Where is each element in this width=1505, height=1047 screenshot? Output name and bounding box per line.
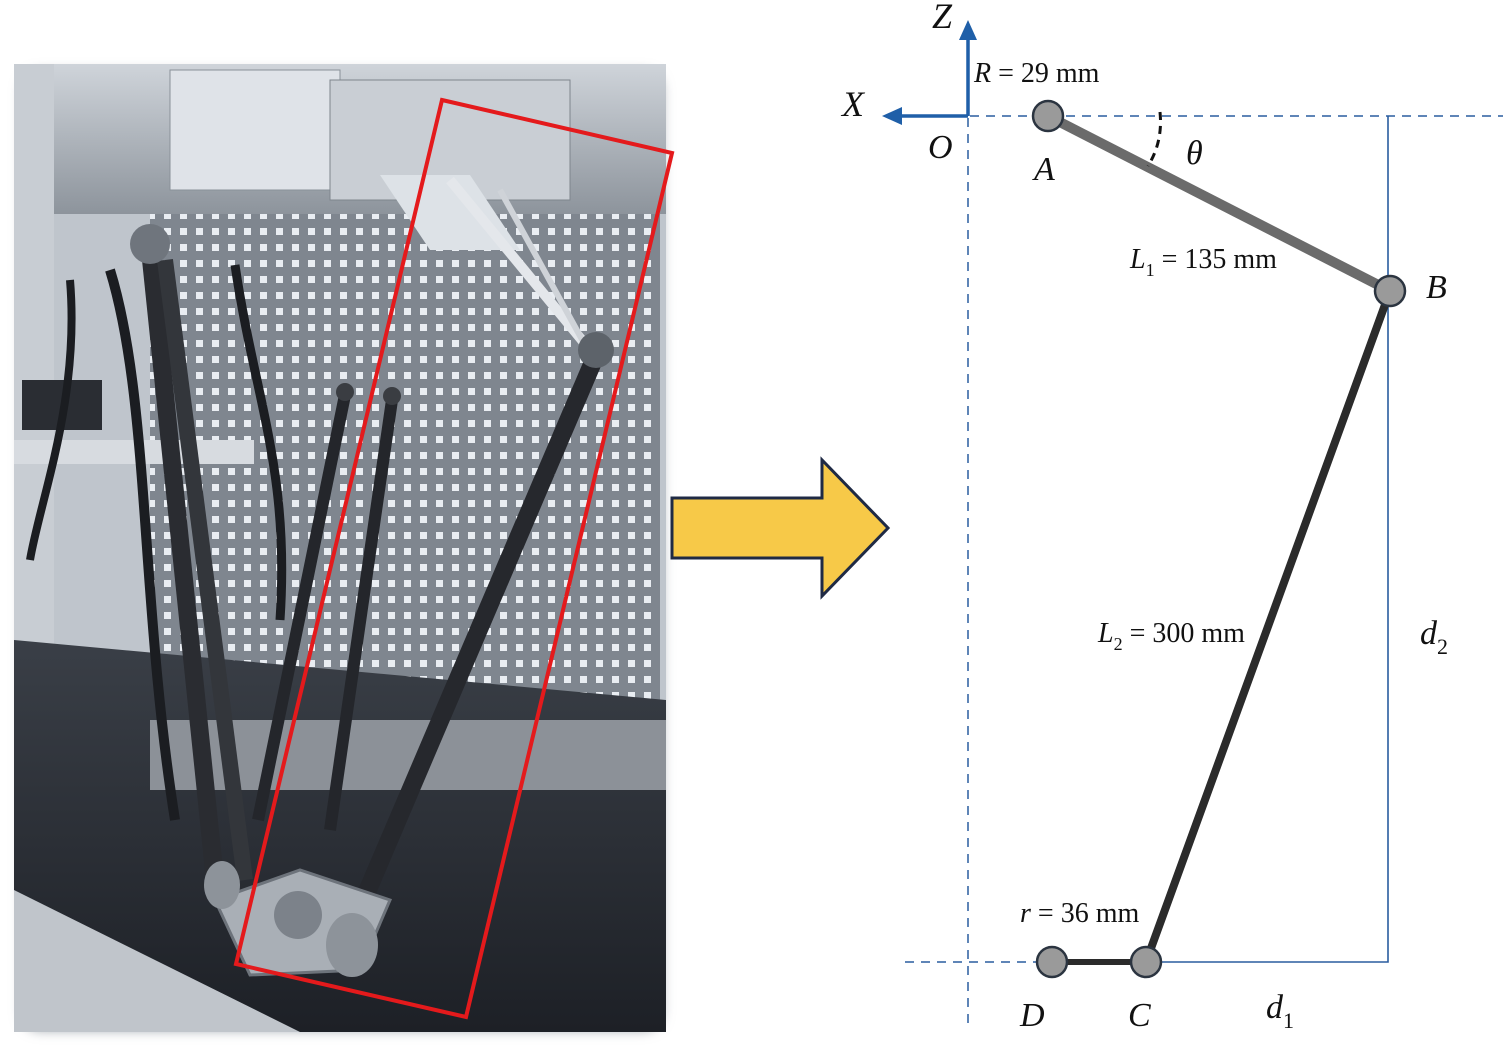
- point-a-label: A: [1032, 151, 1055, 188]
- link-l2: [1142, 289, 1394, 964]
- joint-b: [1373, 274, 1407, 308]
- upper-arm: [497, 188, 588, 347]
- link-l2-label: L2 = 300 mm: [1097, 618, 1245, 654]
- z-axis-label: Z: [932, 0, 953, 36]
- motor-bracket: [380, 175, 520, 250]
- joint-c: [1129, 945, 1163, 979]
- dimension-d2-label: d2: [1420, 615, 1448, 659]
- joint-d: [1035, 945, 1069, 979]
- radius-r-big-label: R = 29 mm: [973, 58, 1100, 89]
- cable: [105, 268, 180, 821]
- point-d-label: D: [1019, 997, 1045, 1034]
- ball-joint: [336, 383, 354, 401]
- kinematic-diagram: Z X O R = 29 mm A θ B L1 = 135 mm L2 = 3…: [840, 0, 1503, 1034]
- frame-rail-bottom: [14, 890, 300, 1032]
- link-l1-label: L1 = 135 mm: [1129, 244, 1277, 280]
- right-arrow-icon: [670, 456, 891, 600]
- joint-a: [1031, 99, 1065, 133]
- upper-arm: [446, 176, 594, 354]
- link-l1: [1045, 111, 1393, 296]
- forearm-rod: [141, 249, 224, 881]
- forearm-rod: [252, 393, 351, 822]
- point-b-label: B: [1426, 269, 1447, 306]
- end-effector-hub: [274, 891, 322, 939]
- ball-joint: [130, 224, 170, 264]
- ball-joint: [204, 861, 240, 909]
- x-axis-arrowhead-icon: [882, 107, 902, 125]
- origin-label: O: [928, 129, 953, 166]
- cable: [230, 264, 287, 621]
- motor-housing: [169, 69, 341, 191]
- robot-photo: [14, 64, 675, 1032]
- forearm-rod: [324, 399, 398, 831]
- angle-theta-label: θ: [1186, 135, 1203, 172]
- z-axis-arrowhead-icon: [959, 20, 977, 40]
- dimension-d1-label: d1: [1266, 989, 1294, 1033]
- forearm-rod: [157, 258, 253, 882]
- cable: [26, 279, 76, 561]
- ball-joint: [326, 913, 378, 977]
- ball-joint: [383, 387, 401, 405]
- angle-arc: [1146, 111, 1162, 167]
- dimension-lines: [1146, 116, 1389, 963]
- forearm-rod: [346, 351, 605, 924]
- highlight-box: [233, 97, 675, 1020]
- point-c-label: C: [1128, 997, 1151, 1034]
- ball-joint: [578, 332, 614, 368]
- x-axis-label: X: [840, 84, 866, 124]
- radius-r-small-label: r = 36 mm: [1020, 898, 1139, 929]
